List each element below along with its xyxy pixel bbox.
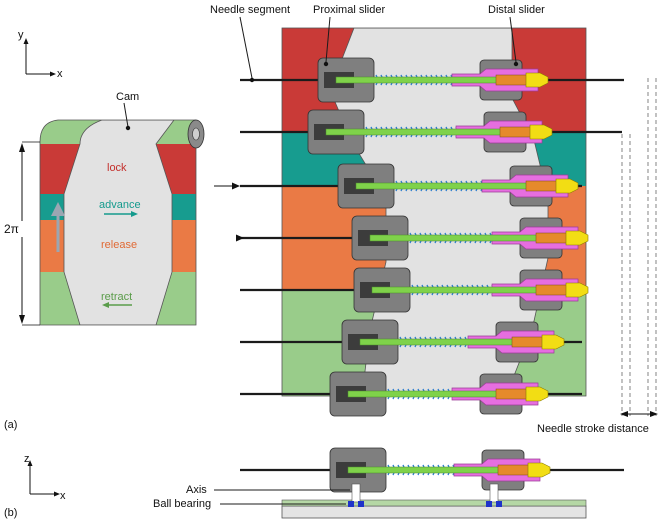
xy-axis-icon [23,38,56,77]
input-arrow-2-icon [236,234,244,242]
cam-phase-label-retract: retract [101,291,132,303]
ball-bearing [358,501,364,507]
needle-row-2 [240,109,622,155]
axis-post-distal [489,483,499,503]
stroke-arrow-right-icon [650,411,658,417]
base-plate [281,505,587,519]
axis-y-label: y [18,29,24,41]
needle-tip [555,178,579,194]
needle-tip [529,124,553,140]
two-pi-label: 2π [4,222,19,236]
needle-tip [525,386,549,402]
input-arrows [214,182,244,242]
retract-arrow-icon [102,302,109,308]
ball-bearing [496,501,502,507]
needle-tip [525,72,549,88]
needle-tip [527,462,551,478]
ball-bearing [348,501,354,507]
needle-stroke-label: Needle stroke distance [537,423,649,435]
ball-bearing-label: Ball bearing [153,498,211,510]
xz-axis-icon [27,460,60,497]
needle-row-5 [240,267,589,313]
cam-phase-label-lock: lock [107,162,127,174]
needle-row-7 [240,371,582,417]
needle-row-3 [240,163,582,209]
needle-segment-label: Needle segment [210,4,290,16]
needle-row-4 [240,215,589,261]
cam-unrolled [39,119,205,326]
axis-part-label: Axis [186,484,207,496]
needle-row-1 [240,57,624,103]
axis-post-proximal [351,483,361,503]
needle-tip [565,282,589,298]
axis-z-label: z [24,453,30,465]
needle-tip [565,230,589,246]
stroke-guides [620,78,658,417]
two-pi-dimension [4,141,40,326]
ball-bearing [486,501,492,507]
cam-groove [63,120,175,325]
needle-tip [541,334,565,350]
axis-x2-label: x [60,490,66,502]
advance-arrow-icon [131,211,138,217]
needle-row-6 [240,319,582,365]
cam-label: Cam [116,91,139,103]
cam-phase-label-release: release [101,239,137,251]
input-arrow-1-icon [232,182,240,190]
direction-up-arrow-icon [51,202,65,216]
needle-rows [240,57,624,417]
panel-b-label: (b) [4,507,17,519]
panel-a-label: (a) [4,419,17,431]
axis-x-label: x [57,68,63,80]
cam-phase-label-advance: advance [99,199,141,211]
track-rail [281,499,587,507]
distal-slider-label: Distal slider [488,4,545,16]
stroke-arrow-left-icon [620,411,628,417]
proximal-slider-label: Proximal slider [313,4,385,16]
side-view [240,447,624,519]
